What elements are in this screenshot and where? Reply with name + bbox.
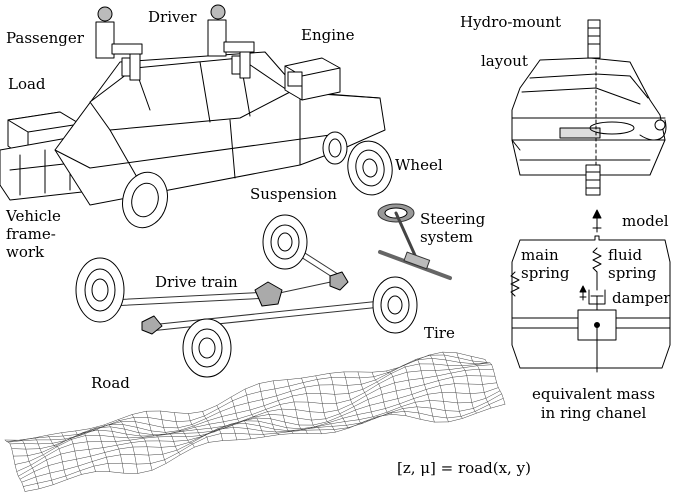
road-mesh-line bbox=[442, 351, 463, 419]
label-hydro-mount: Hydro-mount bbox=[460, 13, 562, 31]
driver-seat bbox=[207, 4, 255, 79]
hydro-mount-model bbox=[510, 235, 671, 373]
road-mesh-line bbox=[428, 354, 449, 423]
road-mesh-line bbox=[18, 439, 40, 490]
road-mesh-line bbox=[329, 373, 350, 429]
road-mesh-line bbox=[32, 437, 54, 485]
label-drive-train: Drive train bbox=[155, 273, 238, 291]
road-mesh-line bbox=[385, 370, 407, 417]
hydro-mount-layout bbox=[511, 19, 667, 196]
vehicle-body bbox=[0, 51, 386, 229]
road-mesh-line bbox=[89, 427, 110, 472]
road-mesh-line bbox=[117, 419, 139, 474]
label-suspension: Suspension bbox=[250, 185, 337, 203]
label-wheel: Wheel bbox=[395, 156, 443, 174]
road-mesh-line bbox=[75, 430, 96, 472]
passenger-seat bbox=[95, 6, 143, 81]
label-passenger: Passenger bbox=[6, 29, 84, 47]
road-mesh-line bbox=[13, 368, 494, 457]
drive-train bbox=[75, 214, 418, 378]
label-vehicle-framework: Vehicle frame- work bbox=[6, 207, 61, 261]
road-mesh-line bbox=[160, 410, 181, 456]
label-driver: Driver bbox=[148, 8, 197, 26]
label-equivalent-mass: equivalent mass in ring chanel bbox=[532, 385, 656, 422]
road-mesh-line bbox=[131, 414, 153, 471]
road-mesh-line bbox=[244, 388, 266, 438]
road-mesh-line bbox=[61, 432, 82, 475]
road-mesh-line bbox=[145, 410, 167, 464]
steering-system bbox=[377, 203, 452, 280]
label-tire: Tire bbox=[424, 324, 455, 342]
road-mesh-line bbox=[287, 379, 308, 434]
label-road-equation: [z, μ] = road(x, y) bbox=[397, 459, 531, 477]
front-wheel bbox=[322, 131, 393, 196]
road-mesh-line bbox=[272, 380, 294, 434]
road-mesh-line bbox=[202, 411, 223, 441]
road-mesh-line bbox=[9, 362, 491, 445]
label-layout: layout bbox=[481, 52, 528, 70]
road-mesh-line bbox=[174, 412, 195, 448]
model-arrow bbox=[592, 209, 602, 233]
road-mesh-line bbox=[216, 405, 238, 441]
road-mesh-line bbox=[315, 375, 336, 433]
road-mesh-line bbox=[188, 413, 209, 443]
label-engine: Engine bbox=[301, 26, 355, 44]
road-mesh-line bbox=[8, 358, 489, 443]
road-mesh-line bbox=[343, 371, 365, 424]
label-main-spring: main spring bbox=[521, 246, 570, 282]
road-mesh-line bbox=[357, 371, 379, 419]
label-steering-system: Steering system bbox=[420, 210, 486, 246]
label-fluid-spring: fluid spring bbox=[608, 246, 657, 282]
label-damper: damper bbox=[612, 289, 671, 307]
road-mesh-line bbox=[414, 359, 435, 423]
road-mesh-line bbox=[301, 377, 322, 435]
road-mesh-line bbox=[456, 352, 478, 414]
road-mesh-line bbox=[371, 371, 393, 415]
road-mesh-line bbox=[470, 355, 492, 409]
road-mesh-line bbox=[103, 424, 125, 474]
road-mesh-line bbox=[230, 396, 252, 440]
road-mesh-line bbox=[258, 383, 280, 435]
label-load: Load bbox=[8, 75, 46, 93]
road-mesh-line bbox=[400, 364, 421, 420]
label-road: Road bbox=[91, 374, 130, 392]
road-mesh-line bbox=[14, 375, 496, 465]
road-mesh-line bbox=[4, 439, 26, 492]
road-mesh-line bbox=[47, 434, 68, 480]
road-mesh-line bbox=[484, 359, 506, 405]
label-model: model bbox=[622, 212, 669, 230]
road-mesh bbox=[4, 351, 506, 492]
